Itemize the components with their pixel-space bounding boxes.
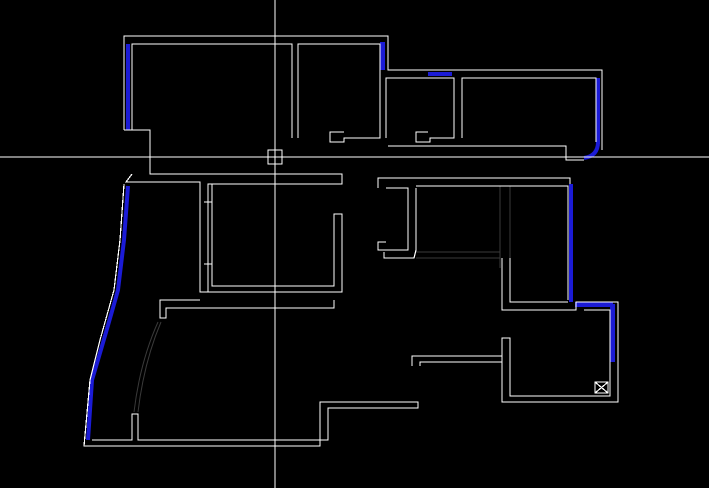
- wall-right-corridor-inner: [377, 187, 409, 251]
- wall-right-room-2: [416, 185, 569, 300]
- wall-left-inner-step: [159, 299, 335, 319]
- window-lower-right-vertical: [610, 304, 615, 362]
- window-right-corner: [583, 141, 600, 160]
- wall-top-right: [461, 77, 597, 142]
- shaft-x-box-icon: [594, 381, 609, 394]
- window-right-vertical: [596, 78, 600, 144]
- wall-top-left-inner: [131, 43, 293, 138]
- wall-left-curved-outer: [83, 183, 419, 447]
- wall-top-mid: [385, 77, 455, 143]
- wall-top-left-inner-2: [297, 43, 381, 143]
- wall-right-room: [383, 188, 417, 259]
- wall-corridor-top: [124, 129, 343, 185]
- door-swings: [133, 186, 511, 413]
- window-top-left: [126, 44, 130, 130]
- door-arc-left-inner: [137, 321, 162, 413]
- wall-corridor-top-right: [388, 145, 584, 161]
- window-top-right-upper: [380, 42, 385, 70]
- window-right-middle: [569, 184, 573, 302]
- wall-top-left-outer: [123, 35, 603, 150]
- wall-small-partition: [411, 355, 503, 366]
- window-segments: [86, 42, 615, 441]
- cursor-pickbox: [267, 149, 283, 165]
- window-left-curved: [86, 185, 130, 441]
- walls: [83, 35, 619, 447]
- wall-right-corridor: [377, 177, 571, 188]
- door-arc-left: [133, 321, 159, 413]
- wall-left-room: [124, 173, 343, 293]
- window-top-middle: [428, 72, 452, 76]
- wall-lower-right: [501, 258, 619, 403]
- window-lower-right-horizontal: [575, 302, 613, 307]
- wall-lower-right-2: [509, 258, 568, 303]
